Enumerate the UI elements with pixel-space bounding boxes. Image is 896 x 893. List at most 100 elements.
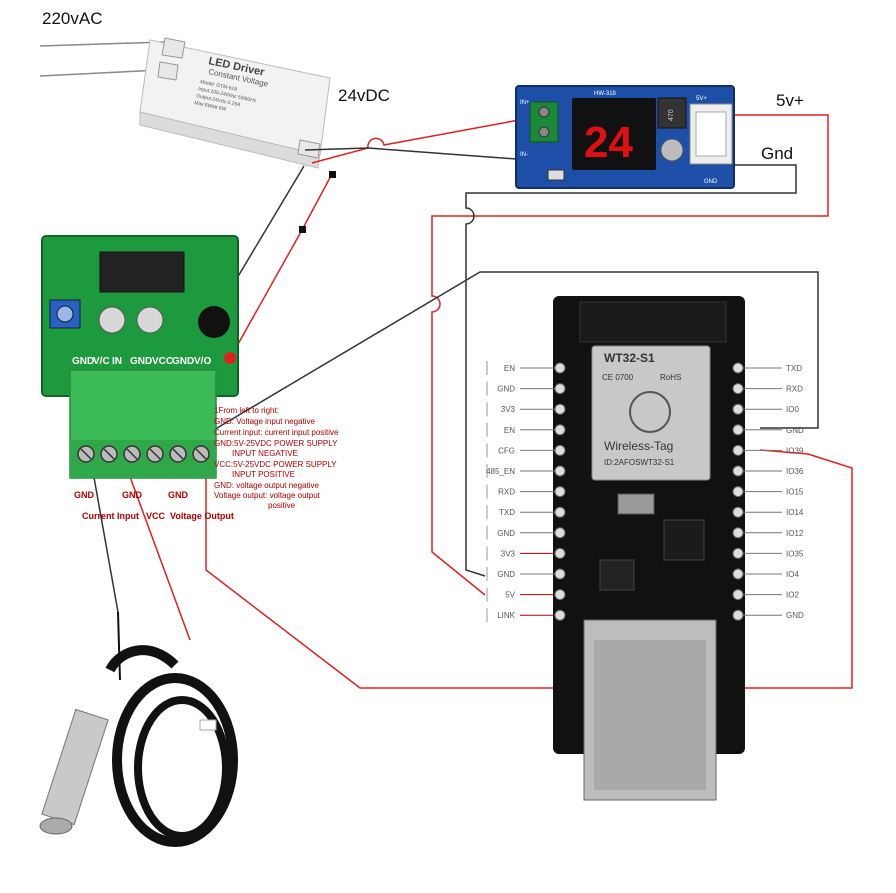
esp-left-pin-label: 5V [505,591,515,600]
terminal-screw-slot [126,448,138,460]
wire-sensor-red [121,454,191,641]
esp-left-pin-label: EN [504,426,515,435]
esp-right-pin-label: RXD [786,385,803,394]
esp-right-pin-pad [732,403,744,415]
converter-note-line: INPUT NEGATIVE [232,449,298,458]
esp-right-pin-pad [732,568,744,580]
esp-left-pin-label: GND [497,529,515,538]
converter-terminal-label: Current Input [82,511,139,521]
converter-terminal-label: GND [122,490,143,500]
converter-top-label: IN [112,356,122,367]
buck-out-label: 5V+ [696,96,707,102]
esp-right-pin-label: IO39 [786,446,804,455]
converter-top-label: GND [130,356,152,367]
converter-note-line: GND: Voltage input negative [214,417,316,426]
esp-left-pin-pad [554,506,566,518]
esp-left-pin-pad [554,362,566,374]
buck-coil: 470 [668,109,675,121]
buck-converter: IN+ IN- HW-318 24 470 5V+ GND [515,85,735,189]
esp-left-pin-label: GND [497,385,515,394]
converter-note-line: positive [268,501,296,510]
esp-left-pin-label: 3V3 [501,549,516,558]
converter-note-line: Voltage output: voltage output [214,491,321,500]
esp-left-pin-label: LINK [497,611,515,620]
esp-left-pin-pad [554,465,566,477]
wire-voltage-output-io39 [205,449,853,689]
esp-right-pin-pad [732,444,744,456]
esp-right-pin-label: IO0 [786,405,799,414]
terminal-screw-slot [195,448,207,460]
terminal-screw-slot [149,448,161,460]
esp-right-pin-pad [732,424,744,436]
converter-terminal-label: Voltage Output [170,511,234,521]
esp-left-pin-label: RXD [498,488,515,497]
esp-left-pin-label: GND [497,570,515,579]
esp-right-pin-label: IO12 [786,529,804,538]
wire-24v-negative [304,147,531,161]
converter-top-label: GND [72,356,94,367]
esp-ce: CE 0700 [602,373,634,382]
converter-note-line: Current input: current input positive [214,428,339,437]
esp-right-pin-label: IO36 [786,467,804,476]
converter-top-label: GND [172,356,194,367]
esp-right-pin-pad [732,465,744,477]
gnd-label: Gnd [761,144,793,163]
esp-right-pin-label: TXD [786,364,802,373]
esp-left-pin-label: CFG [498,446,515,455]
terminal-screw-slot [172,448,184,460]
esp-right-pin-pad [732,362,744,374]
esp-left-pin-label: TXD [499,508,515,517]
current-voltage-converter [41,235,239,479]
terminal-screw-slot [103,448,115,460]
esp-left-pin-label: EN [504,364,515,373]
converter-note-line: 1From left to right: [214,406,279,415]
esp-left-pin-pad [554,403,566,415]
wire-junction-marker [299,226,306,233]
esp-left-pin-pad [554,424,566,436]
esp-vendor: Wireless-Tag [604,439,673,453]
converter-note-line: GND:5V-25VDC POWER SUPPLY [214,439,338,448]
esp-left-pin-pad [554,383,566,395]
esp-right-pin-label: IO35 [786,549,804,558]
converter-note-line: VCC:5V-25VDC POWER SUPPLY [214,460,337,469]
esp-left-pin-pad [554,527,566,539]
buck-display: 24 [584,118,633,167]
converter-top-label: V/O [194,356,211,367]
pressure-sensor [39,611,238,847]
esp32-board: WT32-S1 CE 0700 RoHS Wireless-Tag ID:2AF… [553,296,745,801]
esp-right-pin-pad [732,527,744,539]
wire-sensor-black [89,454,119,613]
esp-rohs: RoHS [660,373,681,382]
terminal-screw-slot [80,448,92,460]
led-driver: LED Driver Constant Voltage Model: GTM-6… [139,37,331,169]
esp-left-pin-pad [554,444,566,456]
converter-top-label: VCC [152,356,173,367]
wire-24v-positive [311,117,531,164]
converter-terminal-label: VCC [146,511,166,521]
esp-left-pin-pad [554,486,566,498]
esp-right-pin-label: IO14 [786,508,804,517]
wire-gnd-to-esp [465,164,797,577]
esp-right-pin-pad [732,589,744,601]
wire-junction-marker [329,171,336,178]
dc-24v-label: 24vDC [338,86,390,105]
ac-input-label: 220vAC [42,9,102,28]
esp-left-pin-pad [554,609,566,621]
converter-terminal-label: GND [74,490,95,500]
converter-note-line: GND: voltage output negative [214,481,320,490]
esp-left-pin-label: 485_EN [486,467,515,476]
esp-right-pin-label: IO15 [786,488,804,497]
buck-in-plus: IN+ [520,100,530,106]
esp-id: ID:2AFOSWT32-S1 [604,458,675,467]
converter-note-line: INPUT POSITIVE [232,470,295,479]
esp-module-name: WT32-S1 [604,351,655,365]
buck-in-minus: IN- [520,152,528,158]
converter-terminal-label: GND [168,490,189,500]
buck-gnd-label: GND [704,179,718,185]
esp-left-pin-pad [554,589,566,601]
v5-plus-label: 5v+ [776,91,804,110]
esp-right-pin-pad [732,547,744,559]
wire-analog-gnd [179,271,819,451]
wire-5v-to-esp [431,114,829,596]
esp-right-pin-label: GND [786,426,804,435]
